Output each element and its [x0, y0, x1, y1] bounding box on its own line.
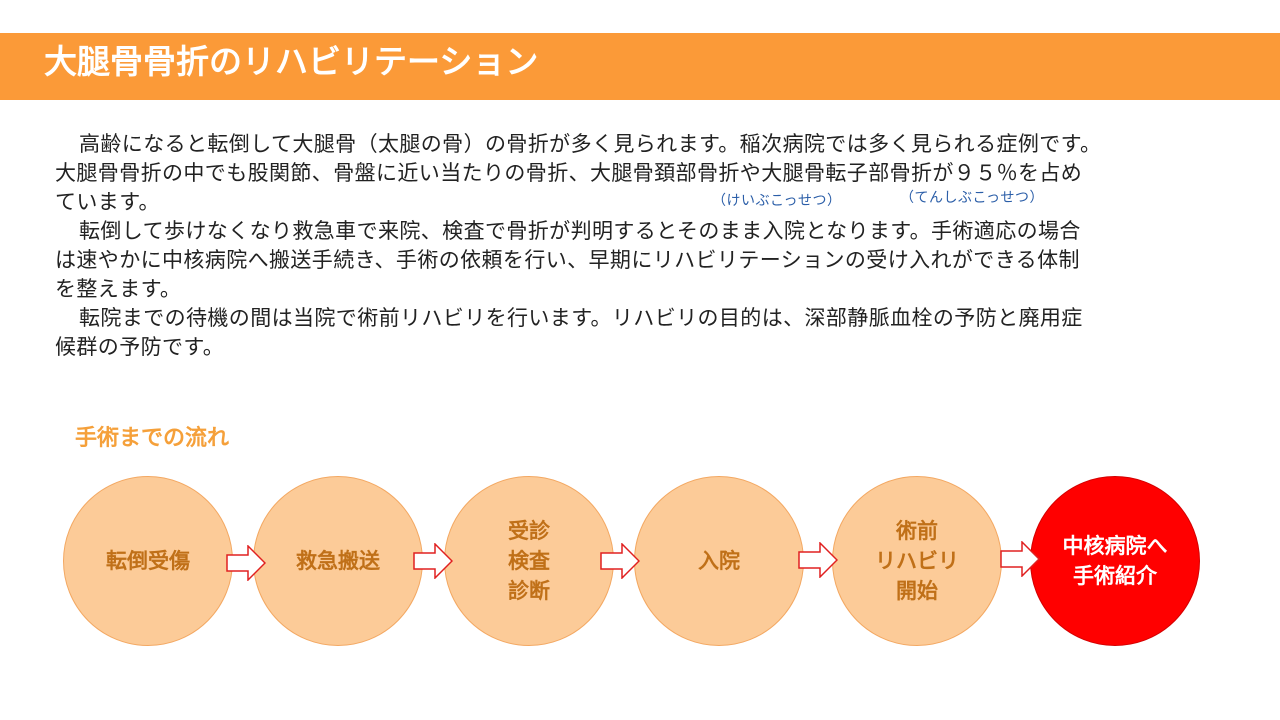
ruby-keibu: （けいぶこっせつ） [712, 193, 842, 209]
paragraph-line: 転倒して歩けなくなり救急車で来院、検査で骨折が判明するとそのまま入院となります。… [79, 219, 1081, 243]
title-bar [0, 33, 1280, 100]
paragraph-line: 候群の予防です。 [55, 335, 225, 359]
arrow-right-icon [600, 543, 640, 579]
flow-step-label: 入院 [698, 549, 740, 573]
paragraph-line: 大腿骨骨折の中でも股関節、骨盤に近い当たりの骨折、大腿骨頚部骨折や大腿骨転子部骨… [55, 161, 1083, 185]
arrow-right-icon [1000, 541, 1040, 577]
arrow-right-icon [413, 543, 453, 579]
arrow-right-icon [798, 542, 838, 578]
paragraph-line: 高齢になると転倒して大腿骨（太腿の骨）の骨折が多く見られます。稲次病院では多く見… [79, 132, 1102, 156]
flow-heading: 手術までの流れ [75, 426, 230, 451]
paragraph-line: 転院までの待機の間は当院で術前リハビリを行います。リハビリの目的は、深部静脈血栓… [79, 306, 1083, 330]
paragraph-line: を整えます。 [55, 277, 182, 301]
flow-step-label: 術前 リハビリ 開始 [875, 519, 959, 603]
flow-step-ambulance: 救急搬送 [253, 476, 423, 646]
paragraph-line: ています。 [55, 190, 160, 214]
page-title: 大腿骨骨折のリハビリテーション [44, 42, 539, 81]
flow-step-label: 中核病院へ 手術紹介 [1062, 534, 1168, 588]
flow-step-examination: 受診 検査 診断 [444, 476, 614, 646]
ruby-tenshibu: （てんしぶこっせつ） [900, 190, 1045, 206]
body-paragraphs: 高齢になると転倒して大腿骨（太腿の骨）の骨折が多く見られます。稲次病院では多く見… [55, 130, 1235, 362]
flow-step-label: 救急搬送 [296, 549, 380, 573]
arrow-right-icon [226, 545, 266, 581]
flow-step-label: 受診 検査 診断 [508, 519, 550, 603]
paragraph-line: は速やかに中核病院へ搬送手続き、手術の依頼を行い、早期にリハビリテーションの受け… [55, 248, 1080, 272]
flow-step-label: 転倒受傷 [106, 549, 190, 573]
flow-step-admission: 入院 [634, 476, 804, 646]
flow-step-preop-rehab: 術前 リハビリ 開始 [832, 476, 1002, 646]
flow-step-hospital-referral: 中核病院へ 手術紹介 [1030, 476, 1200, 646]
flow-step-fall-injury: 転倒受傷 [63, 476, 233, 646]
